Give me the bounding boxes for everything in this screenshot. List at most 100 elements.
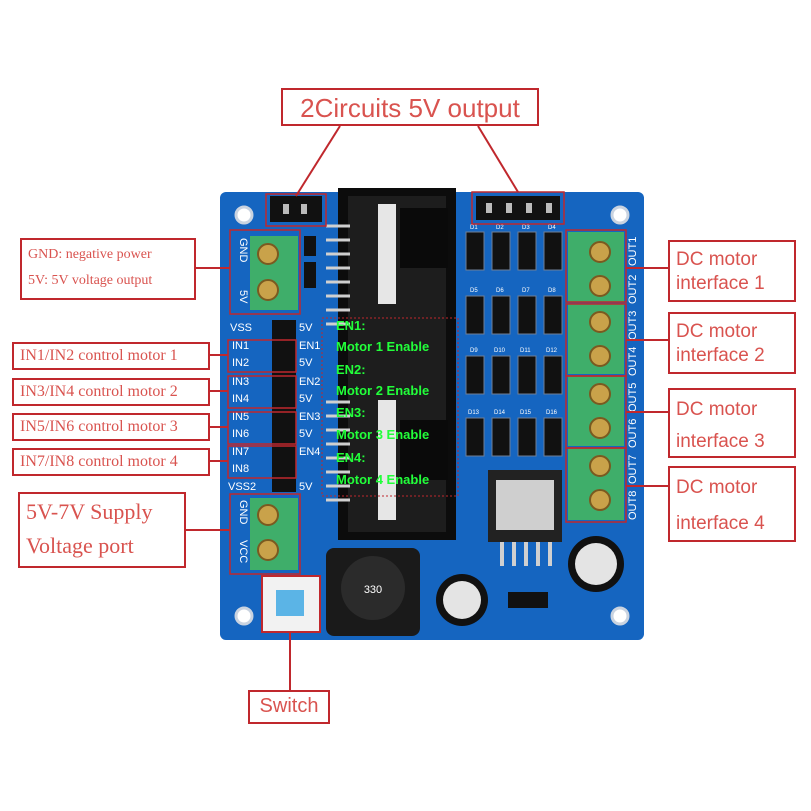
pin-label-in1: IN1	[232, 340, 249, 352]
pin-label-in6: IN6	[232, 428, 249, 440]
heatsink	[338, 188, 456, 540]
terminal-label-vcc: VCC	[237, 540, 249, 563]
mounting-holes	[234, 205, 630, 626]
en1-label: EN1:	[336, 318, 366, 333]
en3-label: EN3:	[336, 405, 366, 420]
inductor: 330	[326, 548, 420, 636]
callout-in34: IN3/IN4 control motor 2	[12, 378, 210, 406]
diode-mark-2: D2	[496, 225, 504, 231]
callout-5v-text: 5V: 5V voltage output	[28, 272, 153, 288]
callout-motor-2-line2: interface 2	[676, 344, 765, 366]
terminal-label-gnd-bottom: GND	[237, 500, 249, 525]
en2-desc: Motor 2 Enable	[336, 383, 429, 398]
pin-label-vss: VSS	[230, 322, 252, 334]
callout-motor-3-line1: DC motor	[676, 399, 758, 420]
bottom-diode	[508, 592, 548, 608]
pin-label-in2: IN2	[232, 357, 249, 369]
pin-label-5v-4: 5V	[299, 428, 313, 440]
diode-mark-11: D11	[520, 348, 531, 354]
diode-array	[465, 231, 563, 457]
en4-label: EN4:	[336, 450, 366, 465]
mid-pin-labels: 5V EN1 5V EN2 5V EN3 5V EN4 5V	[299, 322, 320, 493]
pin-label-5v-3: 5V	[299, 393, 313, 405]
callout-gnd-text: GND: negative power	[28, 247, 152, 262]
motor-terminal-screws	[589, 241, 611, 511]
diode-mark-4: D4	[548, 225, 556, 231]
capacitors	[436, 536, 624, 626]
diode-mark-5: D5	[470, 288, 478, 294]
out-label-8: OUT8	[627, 491, 639, 520]
callout-in12-text: IN1/IN2 control motor 1	[20, 347, 178, 364]
smd-parts	[304, 236, 316, 288]
out-label-3: OUT3	[627, 311, 639, 340]
callout-in56-text: IN5/IN6 control motor 3	[20, 418, 178, 435]
diode-mark-10: D10	[494, 348, 506, 354]
en2-label: EN2:	[336, 362, 366, 377]
pin-label-5v-2: 5V	[299, 357, 313, 369]
out-label-2: OUT2	[627, 275, 639, 304]
callout-motor-1-line2: interface 1	[676, 272, 765, 294]
en3-desc: Motor 3 Enable	[336, 427, 429, 442]
voltage-regulator	[488, 470, 562, 566]
driver-pins	[326, 224, 350, 502]
out-labels: OUT1 OUT2 OUT3 OUT4 OUT5 OUT6 OUT7 OUT8	[627, 237, 639, 520]
callout-supply-line1: 5V-7V Supply	[26, 499, 153, 524]
control-pin-header	[272, 320, 296, 492]
terminal-label-5v-top: 5V	[237, 290, 249, 304]
diode-mark-12: D12	[546, 348, 558, 354]
callout-motor-4-line2: interface 4	[676, 512, 765, 534]
pin-label-in5: IN5	[232, 411, 249, 423]
terminal-label-gnd-top: GND	[237, 238, 249, 263]
pin-label-in4: IN4	[232, 393, 249, 405]
en4-desc: Motor 4 Enable	[336, 472, 429, 487]
callout-power-output: GND: negative power 5V: 5V voltage outpu…	[20, 238, 196, 300]
pin-label-in7: IN7	[232, 446, 249, 458]
callout-motor-4: DC motor interface 4	[668, 466, 796, 542]
leader-lines	[186, 125, 668, 690]
enable-label-box	[321, 317, 459, 497]
diode-mark-14: D14	[494, 410, 506, 416]
diode-mark-13: D13	[468, 410, 480, 416]
callout-switch-text: Switch	[259, 695, 319, 717]
callout-in34-text: IN3/IN4 control motor 2	[20, 383, 178, 400]
out-label-4: OUT4	[627, 347, 639, 376]
enable-labels: EN1: Motor 1 Enable EN2: Motor 2 Enable …	[336, 318, 429, 487]
callout-motor-1-line1: DC motor	[676, 249, 758, 270]
out-label-5: OUT5	[627, 383, 639, 412]
callout-5v-output: 2Circuits 5V output	[281, 88, 539, 126]
pin-label-5v-5: 5V	[299, 481, 313, 493]
diode-mark-16: D16	[546, 410, 558, 416]
pin-label-in3: IN3	[232, 376, 249, 388]
diode-mark-9: D9	[470, 348, 478, 354]
pin-label-en4: EN4	[299, 446, 320, 458]
diode-mark-6: D6	[496, 288, 504, 294]
callout-in78: IN7/IN8 control motor 4	[12, 448, 210, 476]
pin-label-en1: EN1	[299, 340, 320, 352]
callout-supply-line2: Voltage port	[26, 532, 134, 558]
callout-in78-text: IN7/IN8 control motor 4	[20, 453, 178, 470]
callout-motor-3-line2: interface 3	[676, 430, 765, 452]
diode-mark-15: D15	[520, 410, 532, 416]
callout-in56: IN5/IN6 control motor 3	[12, 413, 210, 441]
pin-label-en3: EN3	[299, 411, 320, 423]
left-pin-labels: VSS IN1 IN2 IN3 IN4 IN5 IN6 IN7 IN8 VSS2	[228, 322, 256, 493]
callout-in12: IN1/IN2 control motor 1	[12, 342, 210, 370]
callout-motor-2-line1: DC motor	[676, 321, 758, 342]
pin-label-en2: EN2	[299, 376, 320, 388]
out-label-1: OUT1	[627, 237, 639, 266]
diode-mark-1: D1	[470, 225, 478, 231]
callout-supply-port: 5V-7V Supply Voltage port	[18, 492, 186, 568]
pin-label-vss2: VSS2	[228, 481, 256, 493]
callout-motor-3: DC motor interface 3	[668, 388, 796, 458]
callout-motor-2: DC motor interface 2	[668, 312, 796, 374]
out-label-6: OUT6	[627, 419, 639, 448]
callout-5v-output-text: 2Circuits 5V output	[300, 93, 520, 123]
en1-desc: Motor 1 Enable	[336, 339, 429, 354]
top-right-header	[476, 196, 560, 220]
diode-mark-7: D7	[522, 288, 530, 294]
power-output-terminal	[250, 236, 298, 310]
diode-labels: D1 D2 D3 D4 D5 D6 D7 D8 D9 D10 D11 D12 D…	[468, 225, 558, 416]
callout-motor-4-line1: DC motor	[676, 477, 758, 498]
